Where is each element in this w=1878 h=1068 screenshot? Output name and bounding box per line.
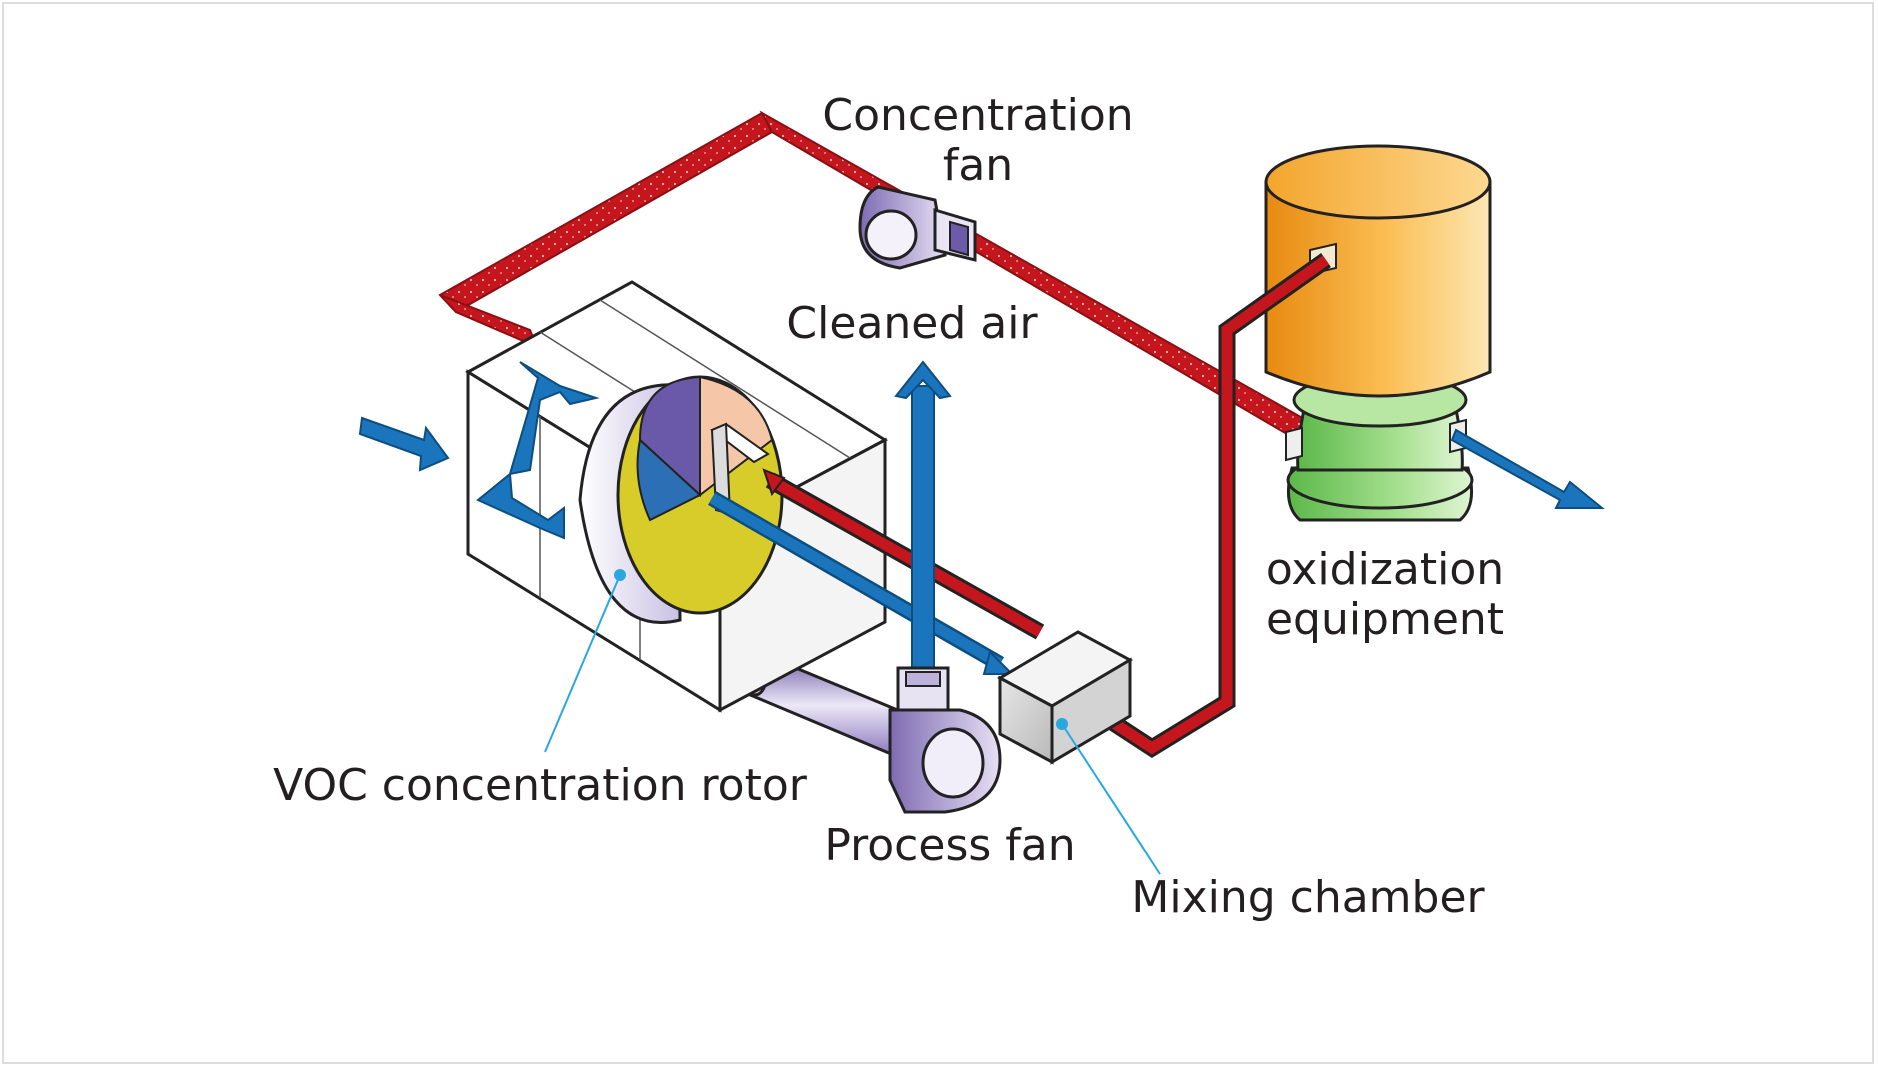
cleaned-air-arrow xyxy=(894,360,952,677)
label-cleaned-air: Cleaned air xyxy=(786,298,1038,349)
mixing-leader-line xyxy=(1061,723,1161,875)
inner-flow-arrow-bottom xyxy=(476,472,565,540)
label-voc-rotor: VOC concentration rotor xyxy=(273,760,808,811)
inlet-arrow xyxy=(358,416,450,472)
mixing-chamber xyxy=(996,630,1134,765)
rotor-leader-dot xyxy=(614,569,626,581)
label-concentration-fan-1: Concentration xyxy=(822,90,1133,141)
process-fan xyxy=(888,666,1002,814)
label-mixing-chamber: Mixing chamber xyxy=(1131,872,1485,923)
inner-flow-arrow-top xyxy=(508,361,600,476)
label-oxidization-1: oxidization xyxy=(1266,544,1504,595)
concentration-fan xyxy=(858,185,977,270)
hot-return-to-rotor xyxy=(762,468,1045,640)
treated-flow-to-mixing xyxy=(708,491,1015,675)
label-process-fan: Process fan xyxy=(824,820,1075,871)
exhaust-arrow xyxy=(1450,428,1605,509)
rotor-leader-line xyxy=(544,574,621,753)
label-concentration-fan-2: fan xyxy=(943,140,1013,191)
oxidization-equipment xyxy=(1264,144,1492,522)
mixing-leader-dot xyxy=(1056,718,1068,730)
label-oxidization-2: equipment xyxy=(1266,594,1504,645)
voc-concentration-rotor xyxy=(578,375,784,624)
